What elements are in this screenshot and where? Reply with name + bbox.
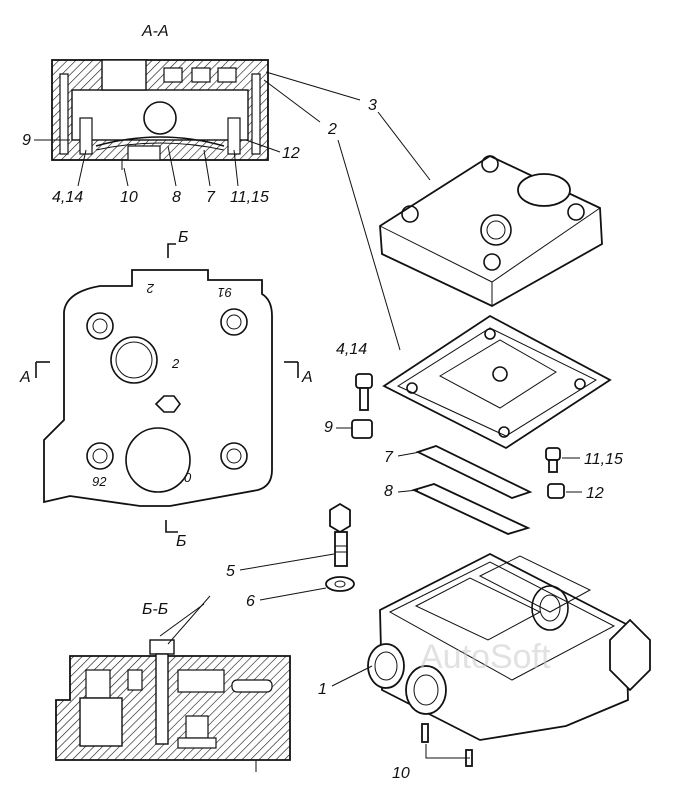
callout-11-15-top: 11,15 (230, 189, 269, 206)
cut-mark-a-right: А (301, 369, 313, 386)
mark-bottom-92: 92 (92, 474, 107, 489)
section-bb: Б-Б (55, 595, 291, 772)
mark-top-91: 91 (218, 285, 232, 300)
cut-mark-b-top: Б (178, 229, 188, 246)
head-body-part-1: AutoSoft 1 (318, 552, 651, 741)
cut-mark-a-left: А (19, 369, 31, 386)
callout-12-top: 12 (282, 145, 300, 162)
callout-3: 3 (368, 97, 377, 114)
callout-2: 2 (327, 121, 337, 138)
section-aa: А-А 9 12 4,14 10 8 7 11,15 (22, 23, 300, 206)
callout-1: 1 (318, 681, 327, 698)
callout-5: 5 (226, 563, 235, 580)
callout-9-top: 9 (22, 132, 31, 149)
callout-7-side: 7 (384, 449, 394, 466)
washer-6 (325, 576, 355, 592)
callout-10-bottom: 10 (392, 765, 410, 782)
callout-12-side: 12 (586, 485, 604, 502)
mark-bottom-0: 0 (184, 470, 192, 485)
plan-view: 2 91 2 92 0 Б Б А А (19, 229, 313, 550)
callout-6: 6 (246, 593, 255, 610)
bolt-5 (329, 502, 351, 534)
screw-4-14 (355, 373, 373, 389)
section-aa-ball (143, 101, 177, 135)
callout-8-side: 8 (384, 483, 393, 500)
mark-top-2: 2 (146, 281, 155, 296)
ring-9 (351, 419, 373, 439)
mark-center-2: 2 (171, 356, 180, 371)
gasket-part-2 (382, 314, 612, 450)
section-bb-title: Б-Б (142, 601, 168, 618)
cut-mark-b-bottom: Б (176, 533, 186, 550)
plan-view-outline (43, 269, 273, 507)
callout-4-14-side: 4,14 (336, 341, 367, 358)
callout-4-14-top: 4,14 (52, 189, 83, 206)
callout-10-top: 10 (120, 189, 138, 206)
callout-9-side: 9 (324, 419, 333, 436)
callout-11-15-side: 11,15 (584, 451, 623, 468)
callout-7-top: 7 (206, 189, 216, 206)
section-aa-title: А-А (141, 23, 169, 40)
valve-plate-8 (411, 483, 531, 535)
valve-plate-7 (415, 445, 533, 499)
small-parts: 4,14 9 7 8 11,15 12 5 6 (226, 341, 623, 782)
cover-part-3 (379, 154, 603, 308)
ring-12 (547, 483, 565, 499)
callout-8-top: 8 (172, 189, 181, 206)
watermark: AutoSoft (420, 638, 551, 676)
leaders-2-3: 3 2 (263, 71, 431, 351)
pin-10-a (421, 723, 429, 743)
screw-11-15 (545, 447, 561, 461)
